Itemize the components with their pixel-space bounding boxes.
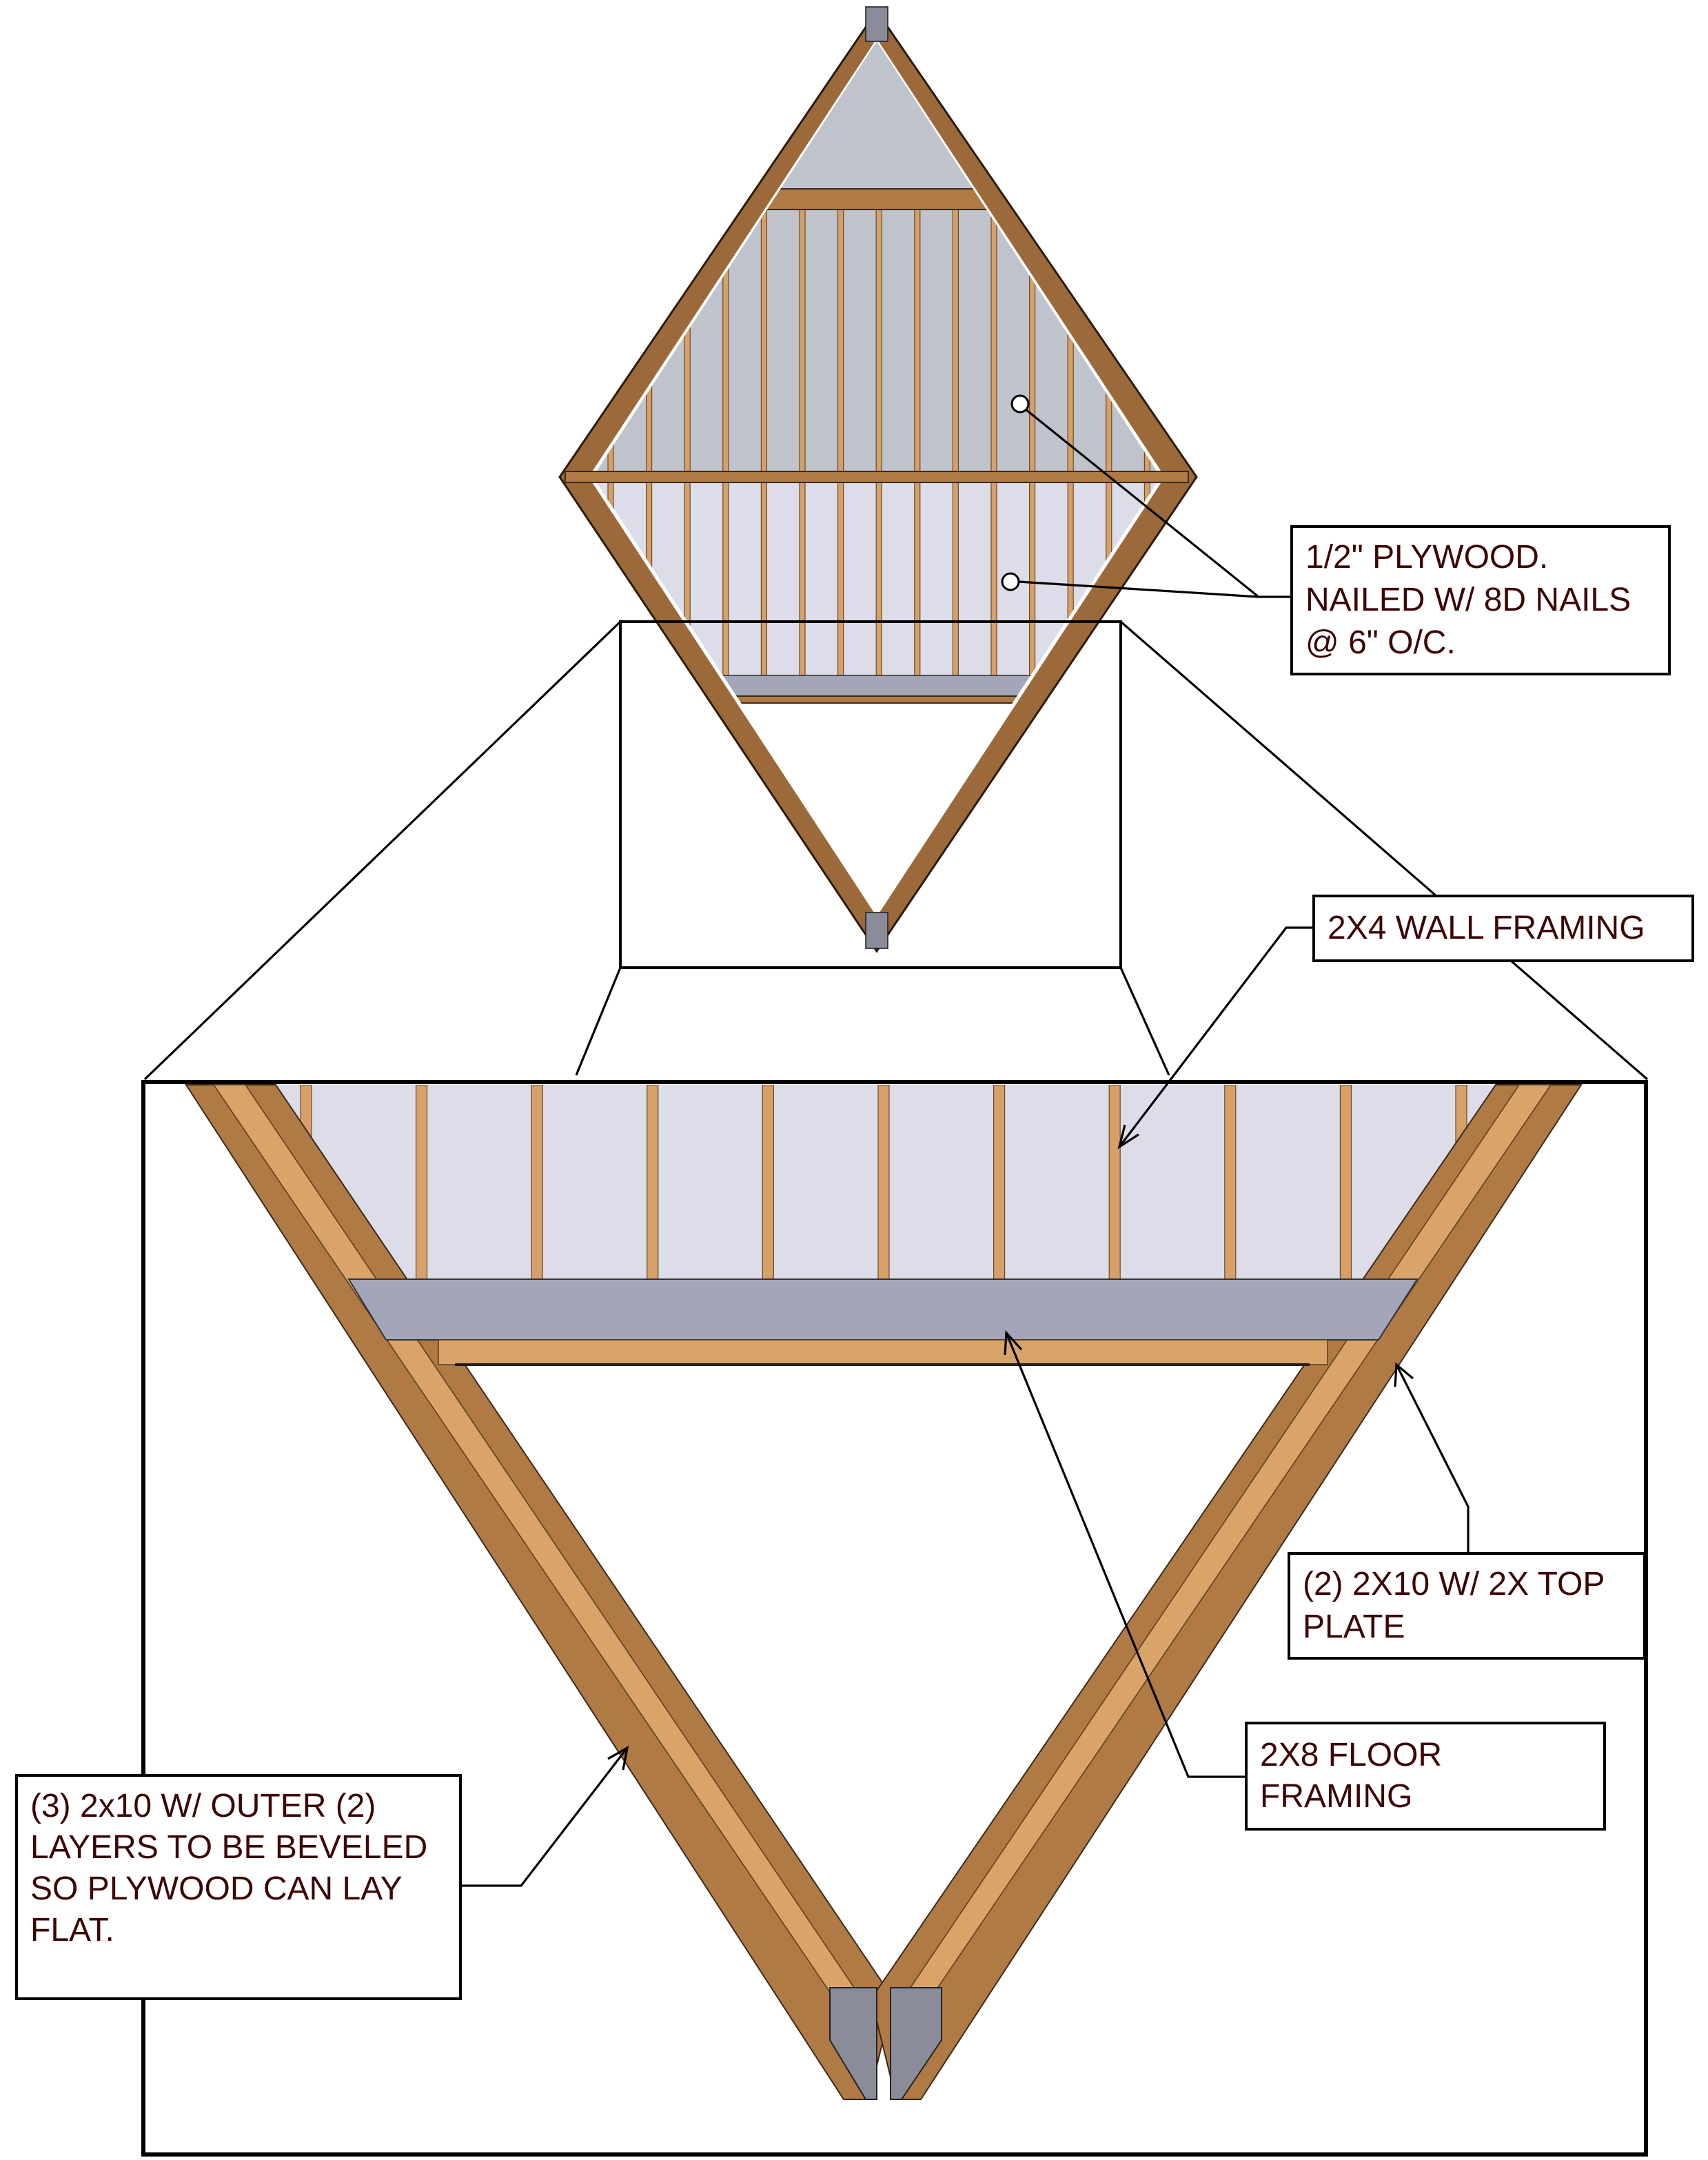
top-hanger	[865, 6, 888, 42]
callout-floor-framing: 2X8 FLOOR FRAMING	[1004, 1330, 1606, 1831]
overview-diamond	[558, 6, 1198, 953]
stud	[1224, 1085, 1237, 1282]
svg-text:NAILED W/ 8D NAILS: NAILED W/ 8D NAILS	[1305, 582, 1631, 618]
stud	[760, 482, 768, 676]
callout-text: @ 6" O/C.	[1305, 624, 1456, 661]
stud	[990, 209, 997, 478]
stud	[1339, 1085, 1352, 1282]
stud	[1106, 209, 1112, 478]
bottom-hanger-plate-left	[829, 1987, 877, 2100]
bottom-hanger	[865, 912, 888, 949]
svg-text:2X4 WALL FRAMING: 2X4 WALL FRAMING	[1328, 910, 1645, 946]
left-beam	[185, 1084, 895, 2100]
callout-text: SO PLYWOOD CAN LAY	[30, 1871, 403, 1907]
callout-text: NAILED W/ 8D NAILS	[1305, 582, 1631, 618]
callout-text: 2X4 WALL FRAMING	[1328, 910, 1645, 946]
stud	[1067, 209, 1074, 478]
right-beam	[870, 1084, 1583, 2100]
stud	[762, 1085, 775, 1282]
stud	[647, 1085, 659, 1282]
stud	[1028, 482, 1036, 676]
stud	[877, 1085, 890, 1282]
stud	[415, 1085, 428, 1282]
svg-text:PLATE: PLATE	[1303, 1609, 1405, 1645]
stud	[799, 482, 806, 676]
callout-beveled: (3) 2x10 W/ OUTER (2) LAYERS TO BE BEVEL…	[15, 1745, 629, 2000]
svg-text:2X8 FLOOR: 2X8 FLOOR	[1260, 1737, 1442, 1773]
callout-text: 2X8 FLOOR	[1260, 1737, 1442, 1773]
stud	[875, 209, 882, 478]
svg-text:(2) 2X10 W/ 2X TOP: (2) 2X10 W/ 2X TOP	[1303, 1566, 1605, 1602]
callout-plywood: 1/2" PLYWOOD. NAILED W/ 8D NAILS @ 6" O/…	[1001, 394, 1671, 675]
stud	[993, 1085, 1006, 1282]
mid-beam	[565, 471, 1189, 483]
floor-joist	[438, 1339, 1328, 1365]
callout-text: 1/2" PLYWOOD.	[1305, 539, 1548, 575]
stud	[952, 482, 959, 676]
floor-band-small	[695, 675, 1058, 697]
svg-text:(3) 2x10 W/ OUTER (2): (3) 2x10 W/ OUTER (2)	[30, 1788, 376, 1824]
callout-top-plate: (2) 2X10 W/ 2X TOP PLATE	[1288, 1362, 1646, 1660]
stud	[760, 209, 768, 478]
stud	[952, 209, 959, 478]
stud	[990, 482, 997, 676]
bottom-hanger-plate-right	[890, 1987, 942, 2100]
callout-text: FRAMING	[1260, 1778, 1412, 1815]
stud	[531, 1085, 543, 1282]
svg-text:@ 6" O/C.: @ 6" O/C.	[1305, 624, 1456, 661]
stud	[837, 209, 844, 478]
detail-zoom-indicator	[143, 620, 1649, 1081]
upper-plywood-panel	[593, 41, 1161, 477]
upper-header	[760, 188, 993, 210]
svg-text:1/2" PLYWOOD.: 1/2" PLYWOOD.	[1305, 539, 1548, 575]
stud	[914, 482, 921, 676]
callout-text: (3) 2x10 W/ OUTER (2)	[30, 1788, 376, 1824]
stud	[837, 482, 844, 676]
callout-text: (2) 2X10 W/ 2X TOP	[1303, 1566, 1605, 1602]
stud	[684, 209, 691, 478]
stud	[799, 209, 806, 478]
stud	[1108, 1085, 1121, 1282]
callout-text: LAYERS TO BE BEVELED	[30, 1829, 427, 1866]
stud	[914, 209, 921, 478]
stud	[875, 482, 882, 676]
callout-text: PLATE	[1303, 1609, 1405, 1645]
svg-text:SO PLYWOOD CAN LAY: SO PLYWOOD CAN LAY	[30, 1871, 403, 1907]
svg-text:LAYERS TO BE BEVELED: LAYERS TO BE BEVELED	[30, 1829, 427, 1866]
floor-band	[347, 1278, 1419, 1341]
callout-wall-framing: 2X4 WALL FRAMING	[1117, 895, 1694, 1150]
svg-text:FLAT.: FLAT.	[30, 1912, 114, 1948]
svg-text:FRAMING: FRAMING	[1260, 1778, 1412, 1815]
stud	[722, 482, 729, 676]
callout-text: FLAT.	[30, 1912, 114, 1948]
